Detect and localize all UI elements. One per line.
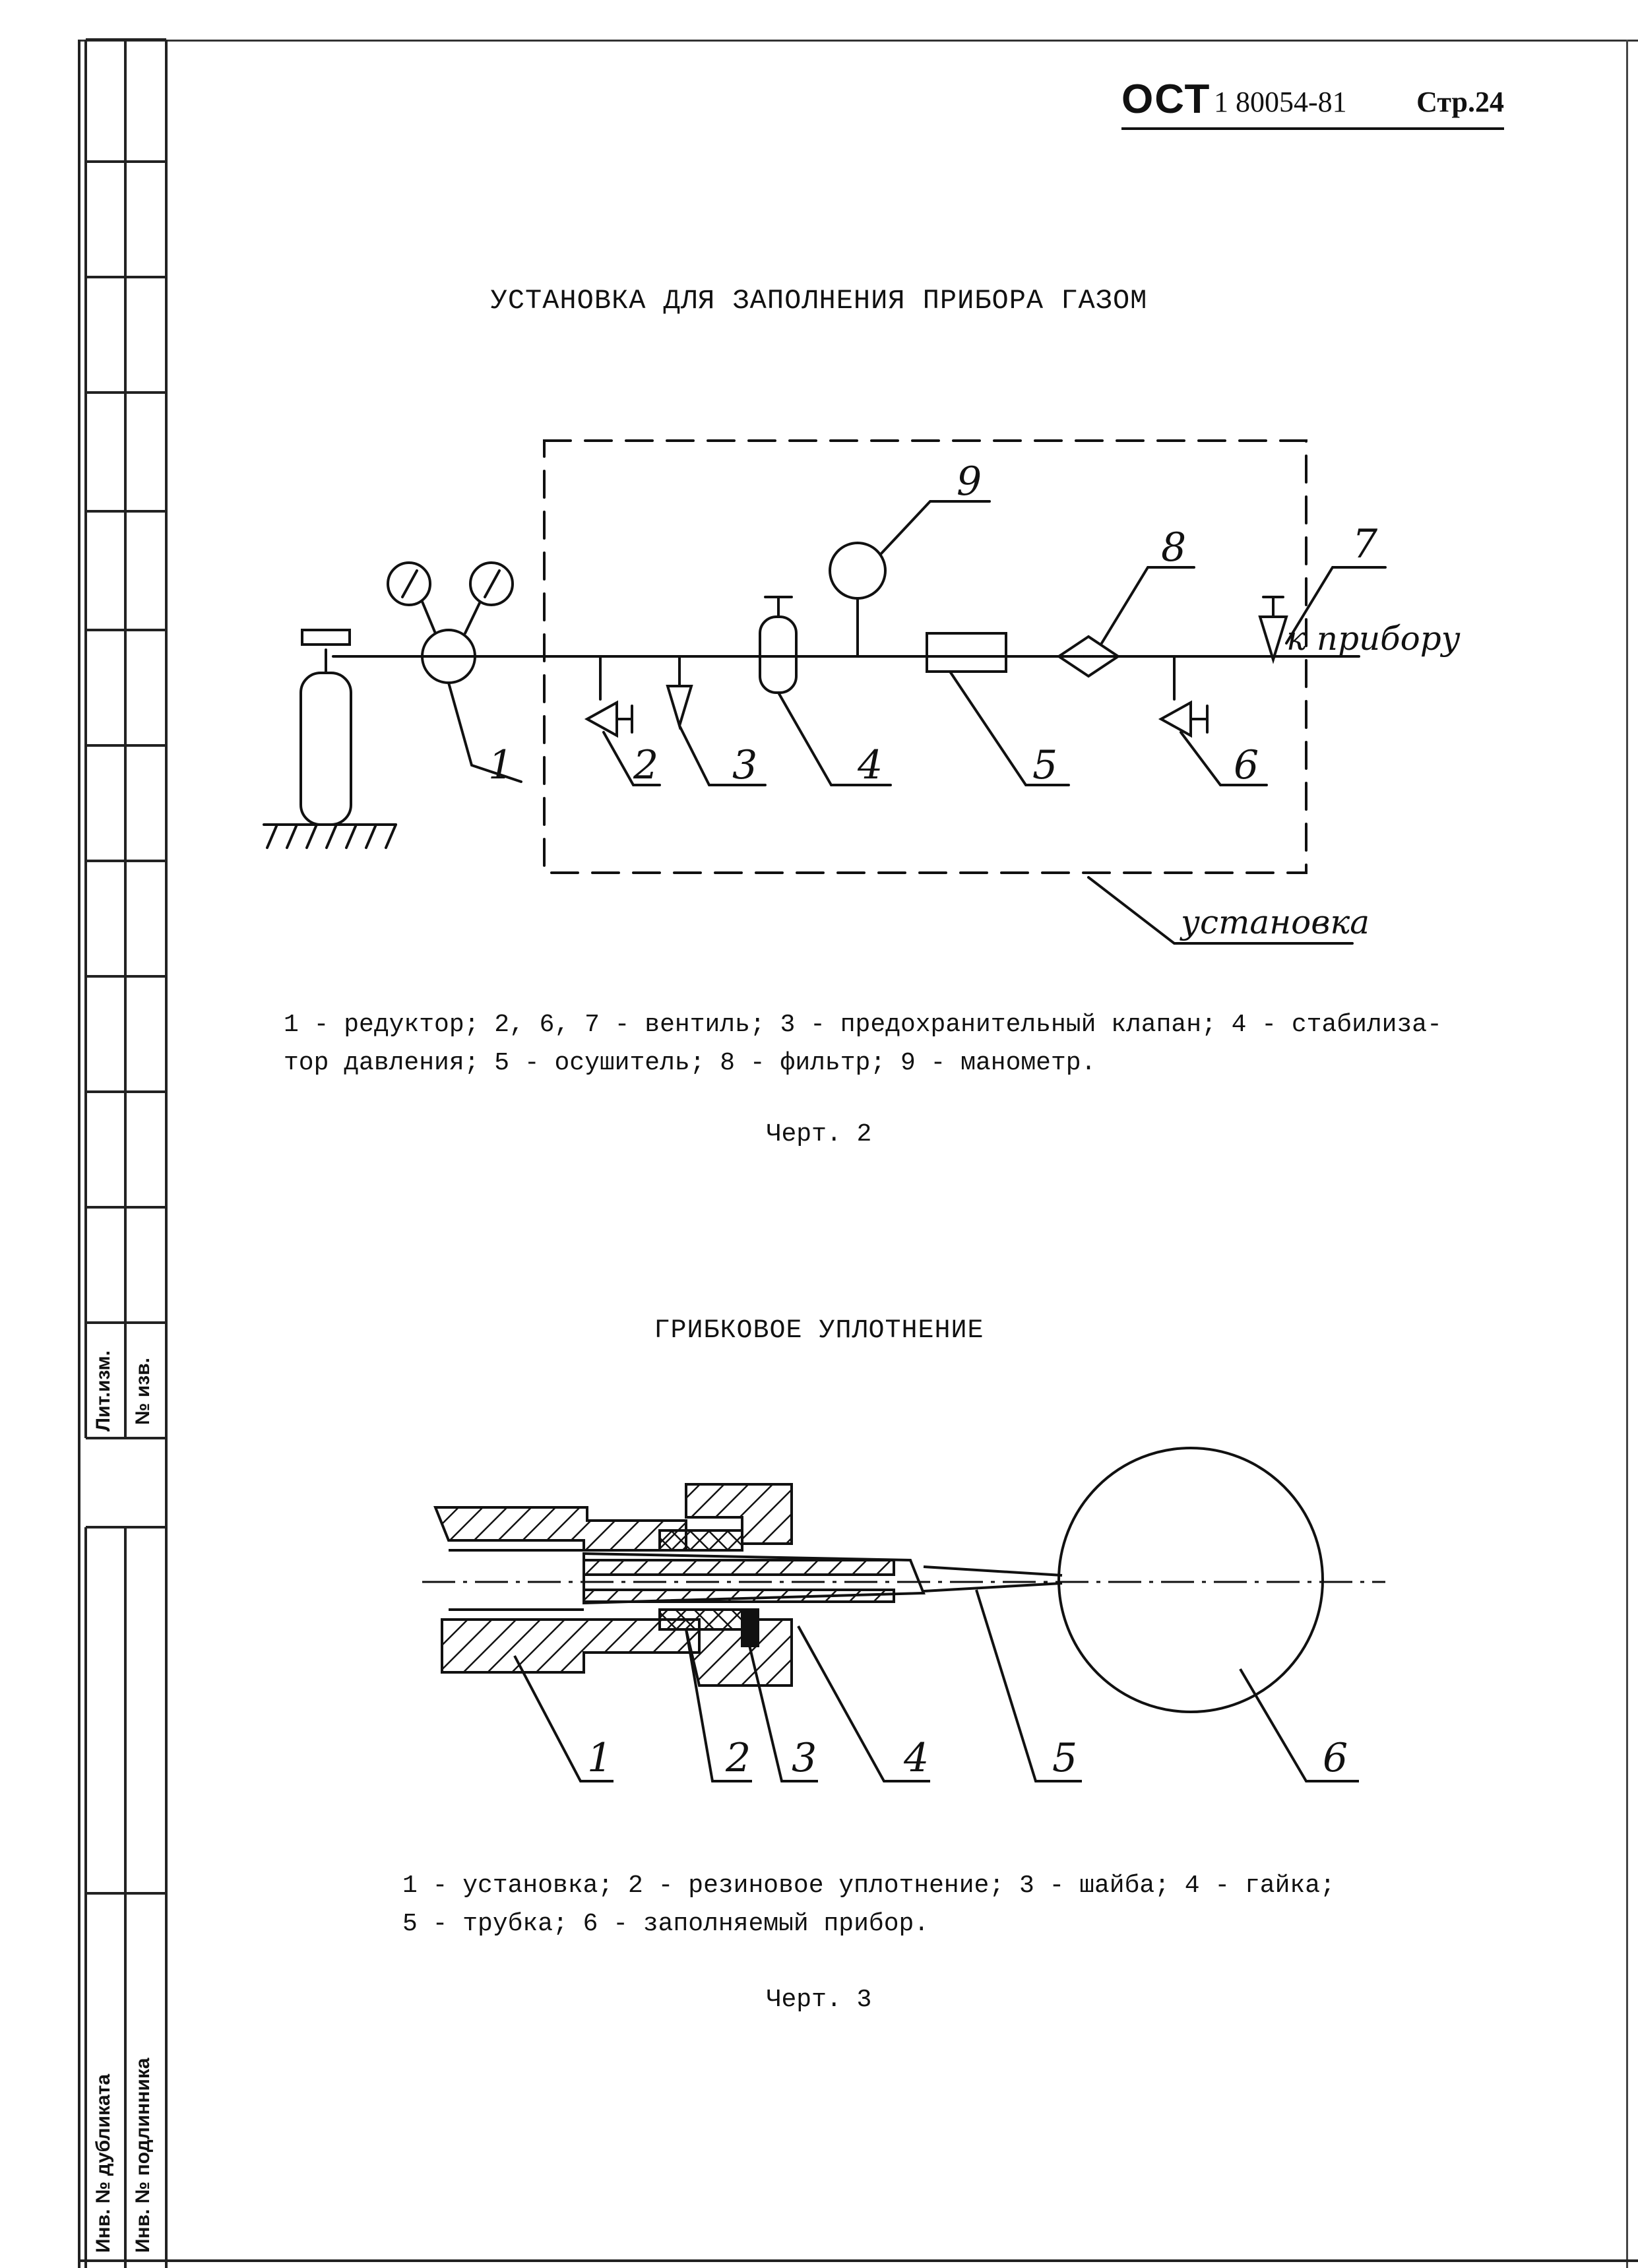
gas-cylinder-icon [263, 629, 397, 849]
fig2-label-7: 7 [1352, 521, 1378, 567]
tube-wall-lower [583, 1589, 895, 1603]
filled-device-circle [1057, 1447, 1324, 1713]
header-underline [1121, 127, 1504, 130]
washer-lower [741, 1608, 759, 1647]
fig2-label-to-device: к прибору [1286, 619, 1461, 658]
reducer-icon [387, 561, 522, 783]
fig2-label-3: 3 [732, 742, 757, 788]
rubber-seal-lower [658, 1608, 743, 1631]
figure3-label: Черт. 3 [766, 1986, 872, 2014]
figure2-caption: 1 - редуктор; 2, 6, 7 - вентиль; 3 - пре… [284, 1006, 1442, 1083]
frame-bottom-border [78, 2259, 1638, 2262]
figure2-caption-line1: 1 - редуктор; 2, 6, 7 - вентиль; 3 - пре… [284, 1011, 1442, 1039]
tube-wall-upper [583, 1559, 895, 1576]
tube-outline [583, 1552, 926, 1605]
fig2-label-1: 1 [488, 742, 513, 788]
frame-top-border [78, 40, 1638, 42]
figure3-caption: 1 - установка; 2 - резиновое уплотнение;… [402, 1867, 1335, 1943]
standard-number: 1 80054-81 [1214, 86, 1347, 118]
body-upper-section [433, 1506, 687, 1552]
fig2-label-installation: установка [1180, 903, 1370, 941]
fig3-label-1: 1 [587, 1735, 612, 1781]
valve-6-icon [1158, 655, 1268, 786]
fig2-label-8: 8 [1161, 524, 1186, 571]
fig3-label-5: 5 [1052, 1735, 1077, 1781]
figure2-title: УСТАНОВКА ДЛЯ ЗАПОЛНЕНИЯ ПРИБОРА ГАЗОМ [490, 285, 1148, 317]
standard-code: ОСТ [1121, 77, 1211, 122]
figure3-title: ГРИБКОВОЕ УПЛОТНЕНИЕ [654, 1316, 984, 1346]
manometer-icon [829, 500, 991, 658]
figure2-caption-line2: тор давления; 5 - осушитель; 8 - фильтр;… [284, 1049, 1096, 1077]
figure2-label: Черт. 2 [766, 1120, 872, 1149]
fig3-label-6: 6 [1323, 1735, 1348, 1781]
rubber-seal-upper [658, 1529, 743, 1552]
fig2-label-5: 5 [1032, 742, 1057, 788]
valve-2-icon [584, 655, 661, 786]
fig2-label-2: 2 [633, 742, 658, 788]
figure3-caption-line2: 5 - трубка; 6 - заполняемый прибор. [402, 1910, 929, 1938]
pressure-stabilizer-icon [759, 596, 892, 786]
side-stamp-grid [84, 38, 168, 2268]
valve-7-icon [1258, 566, 1387, 664]
fig2-label-6: 6 [1234, 742, 1259, 788]
dryer-icon [926, 632, 1070, 786]
fig2-label-4: 4 [857, 742, 883, 788]
fig3-label-2: 2 [725, 1735, 751, 1781]
frame-left-border [78, 40, 80, 2268]
figure3-caption-line1: 1 - установка; 2 - резиновое уплотнение;… [402, 1872, 1335, 1900]
fig3-label-3: 3 [792, 1735, 817, 1781]
page-number: Стр.24 [1416, 86, 1504, 118]
safety-valve-icon [666, 655, 767, 786]
page-header: ОСТ 1 80054-81 Стр.24 [1121, 76, 1504, 135]
fig3-label-4: 4 [903, 1735, 929, 1781]
fig2-label-9: 9 [957, 458, 982, 505]
filter-icon [1056, 566, 1195, 678]
frame-right-border [1626, 40, 1628, 2268]
